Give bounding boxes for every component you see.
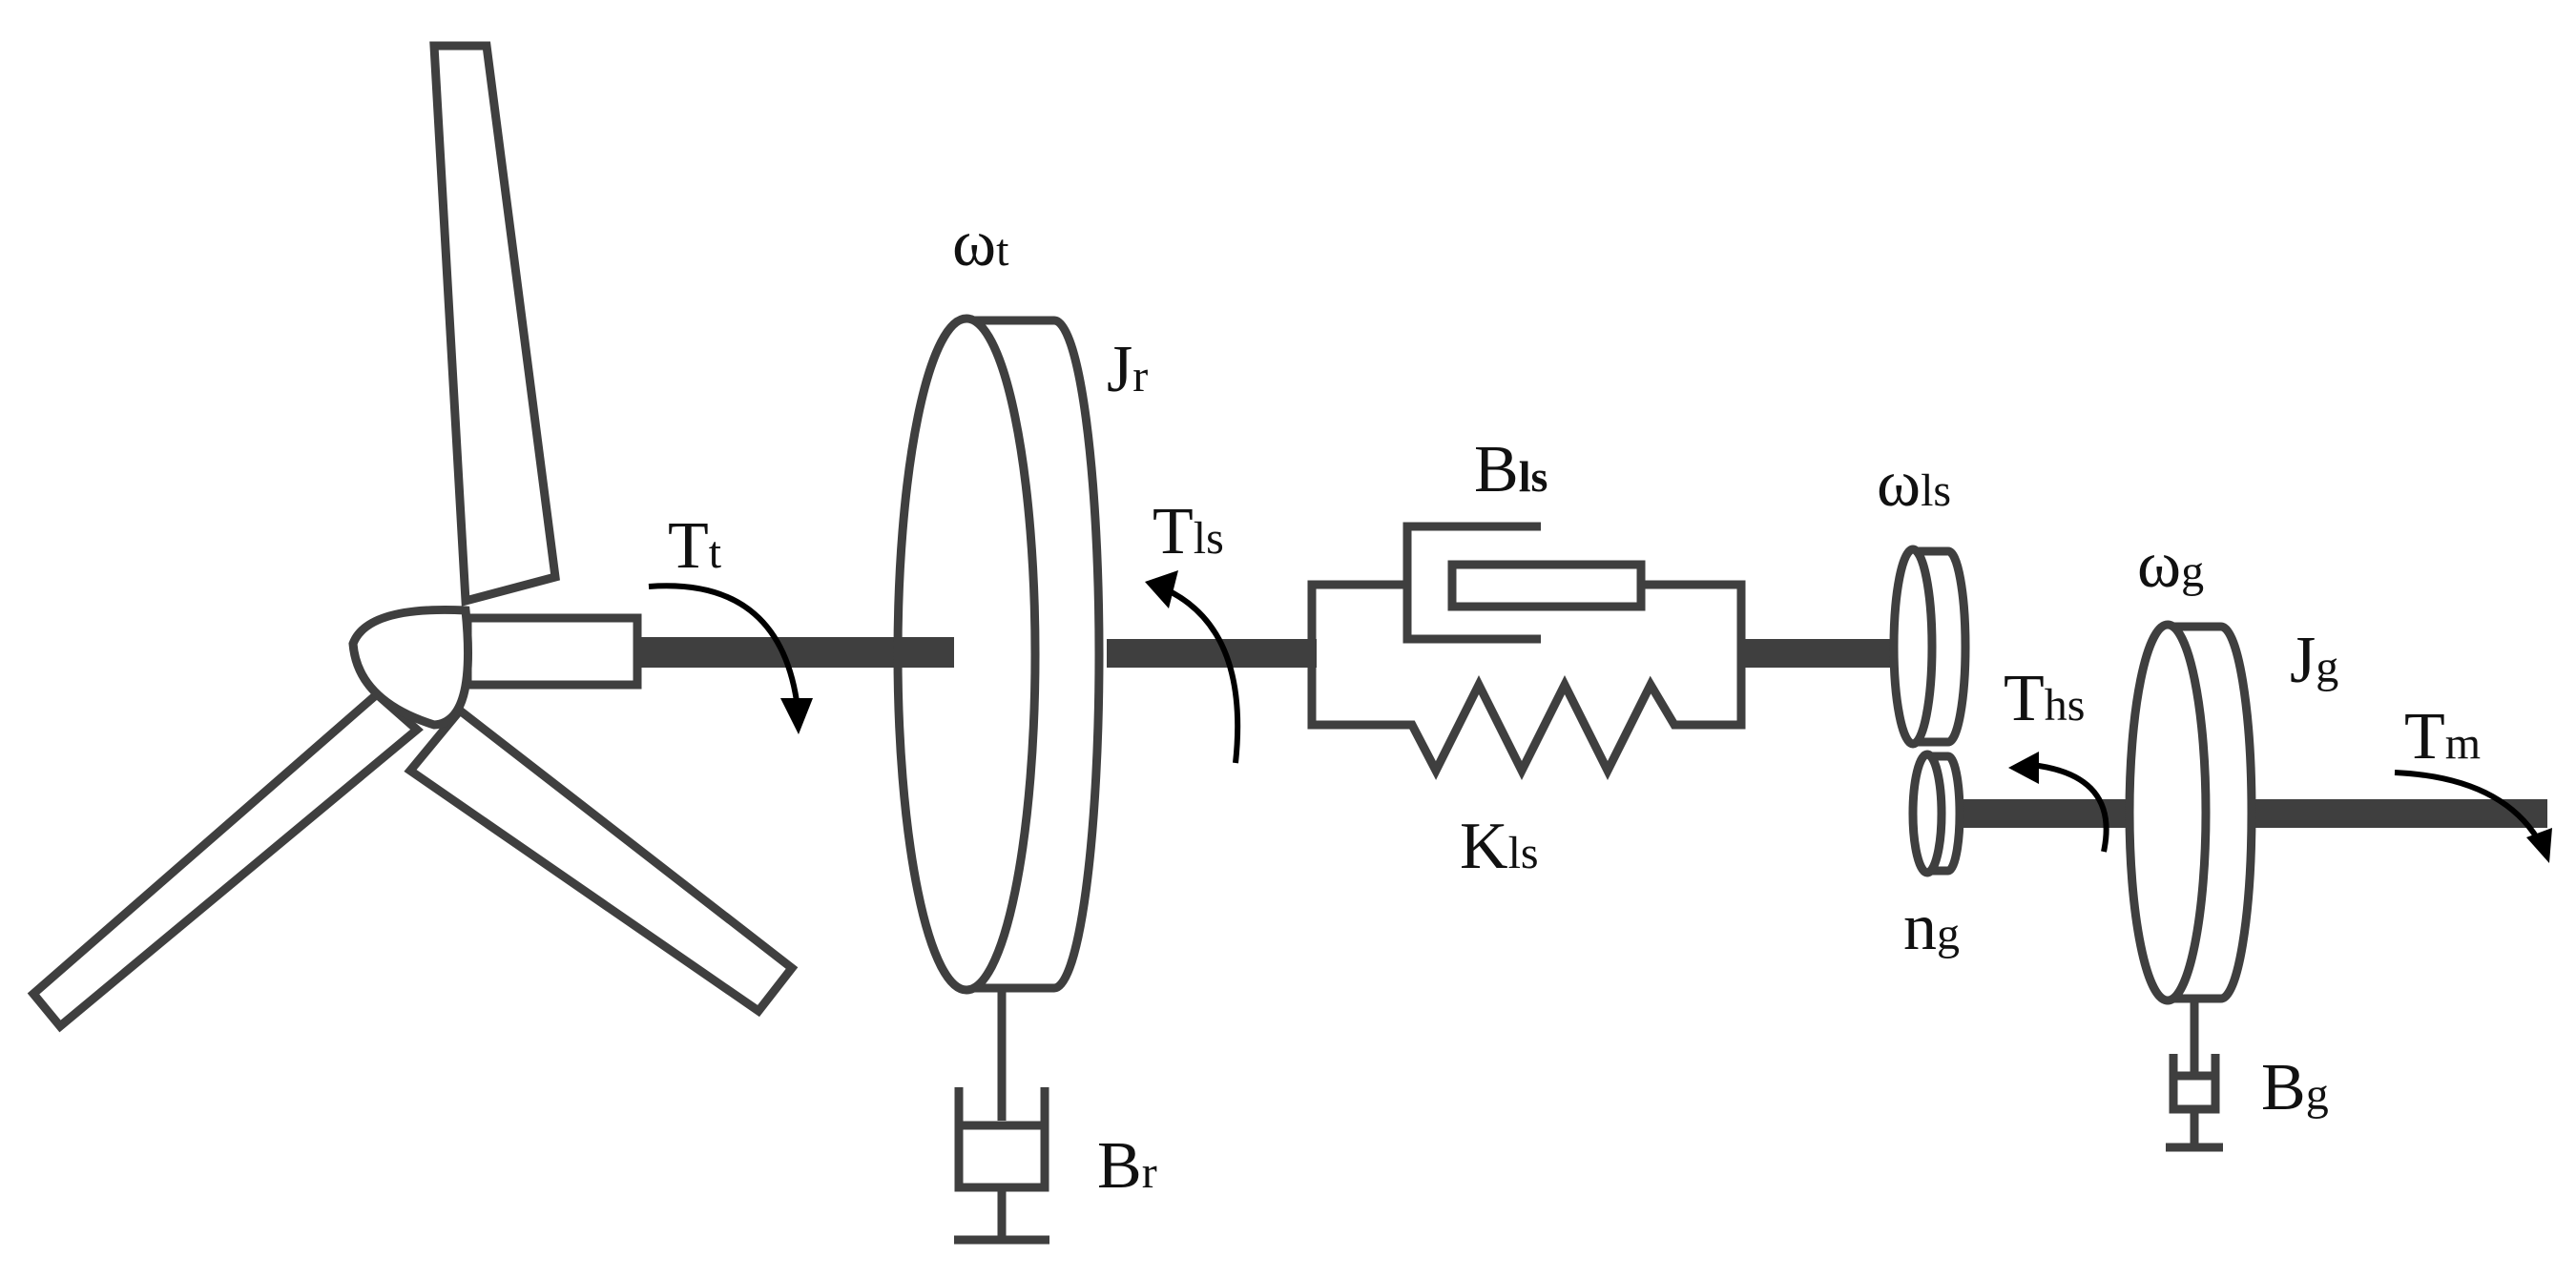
torque-arrow-ths xyxy=(2008,752,2109,853)
turbine-blade-left xyxy=(27,689,424,1033)
torque-arrow-tls xyxy=(1145,570,1241,764)
label-omega-t: ωt xyxy=(952,207,1009,280)
shaft-spring-damper xyxy=(1307,522,1746,781)
label-j-g: Jg xyxy=(2290,624,2338,697)
large-gear-face xyxy=(1889,545,1937,749)
low-speed-shaft-left xyxy=(1107,639,1317,668)
rotor-inertia-disk xyxy=(893,314,1104,995)
turbine-blade-top xyxy=(429,41,560,607)
turbine-hub xyxy=(348,605,473,730)
wind-turbine-rotor xyxy=(27,41,799,1033)
label-t-t: Tt xyxy=(668,509,722,583)
label-omega-ls: ωls xyxy=(1877,447,1951,521)
turbine-blade-right xyxy=(404,704,799,1018)
gearbox xyxy=(1889,545,1970,877)
label-k-ls: Kls xyxy=(1460,810,1539,883)
damper-cylinder xyxy=(1402,522,1541,644)
generator-inertia-disk xyxy=(2125,620,2256,1005)
damper-piston xyxy=(1447,560,1646,611)
generator-damper xyxy=(2166,1000,2223,1152)
label-b-g: Bg xyxy=(2261,1051,2329,1124)
rotor-damper xyxy=(954,990,1049,1245)
generator-disk-face xyxy=(2125,620,2211,1005)
label-b-ls: Bls xyxy=(1474,433,1548,506)
label-omega-g: ωg xyxy=(2137,528,2204,602)
rotor-shaft-stub xyxy=(897,637,954,668)
label-n-g: ng xyxy=(1903,891,1960,964)
high-speed-shaft xyxy=(1946,799,2161,828)
label-t-m: Tm xyxy=(2404,700,2481,773)
label-j-r: Jr xyxy=(1107,333,1148,406)
generator-output-shaft xyxy=(2247,799,2547,828)
low-speed-shaft-right xyxy=(1741,639,1899,668)
torque-arrow-tt xyxy=(648,583,813,734)
label-t-hs: Ths xyxy=(2004,662,2085,735)
torque-arrow-tm xyxy=(2394,770,2552,863)
label-t-ls: Tls xyxy=(1153,495,1224,568)
small-gear-face xyxy=(1908,750,1946,877)
turbine-nacelle xyxy=(463,613,642,690)
label-b-r: Br xyxy=(1097,1129,1157,1203)
